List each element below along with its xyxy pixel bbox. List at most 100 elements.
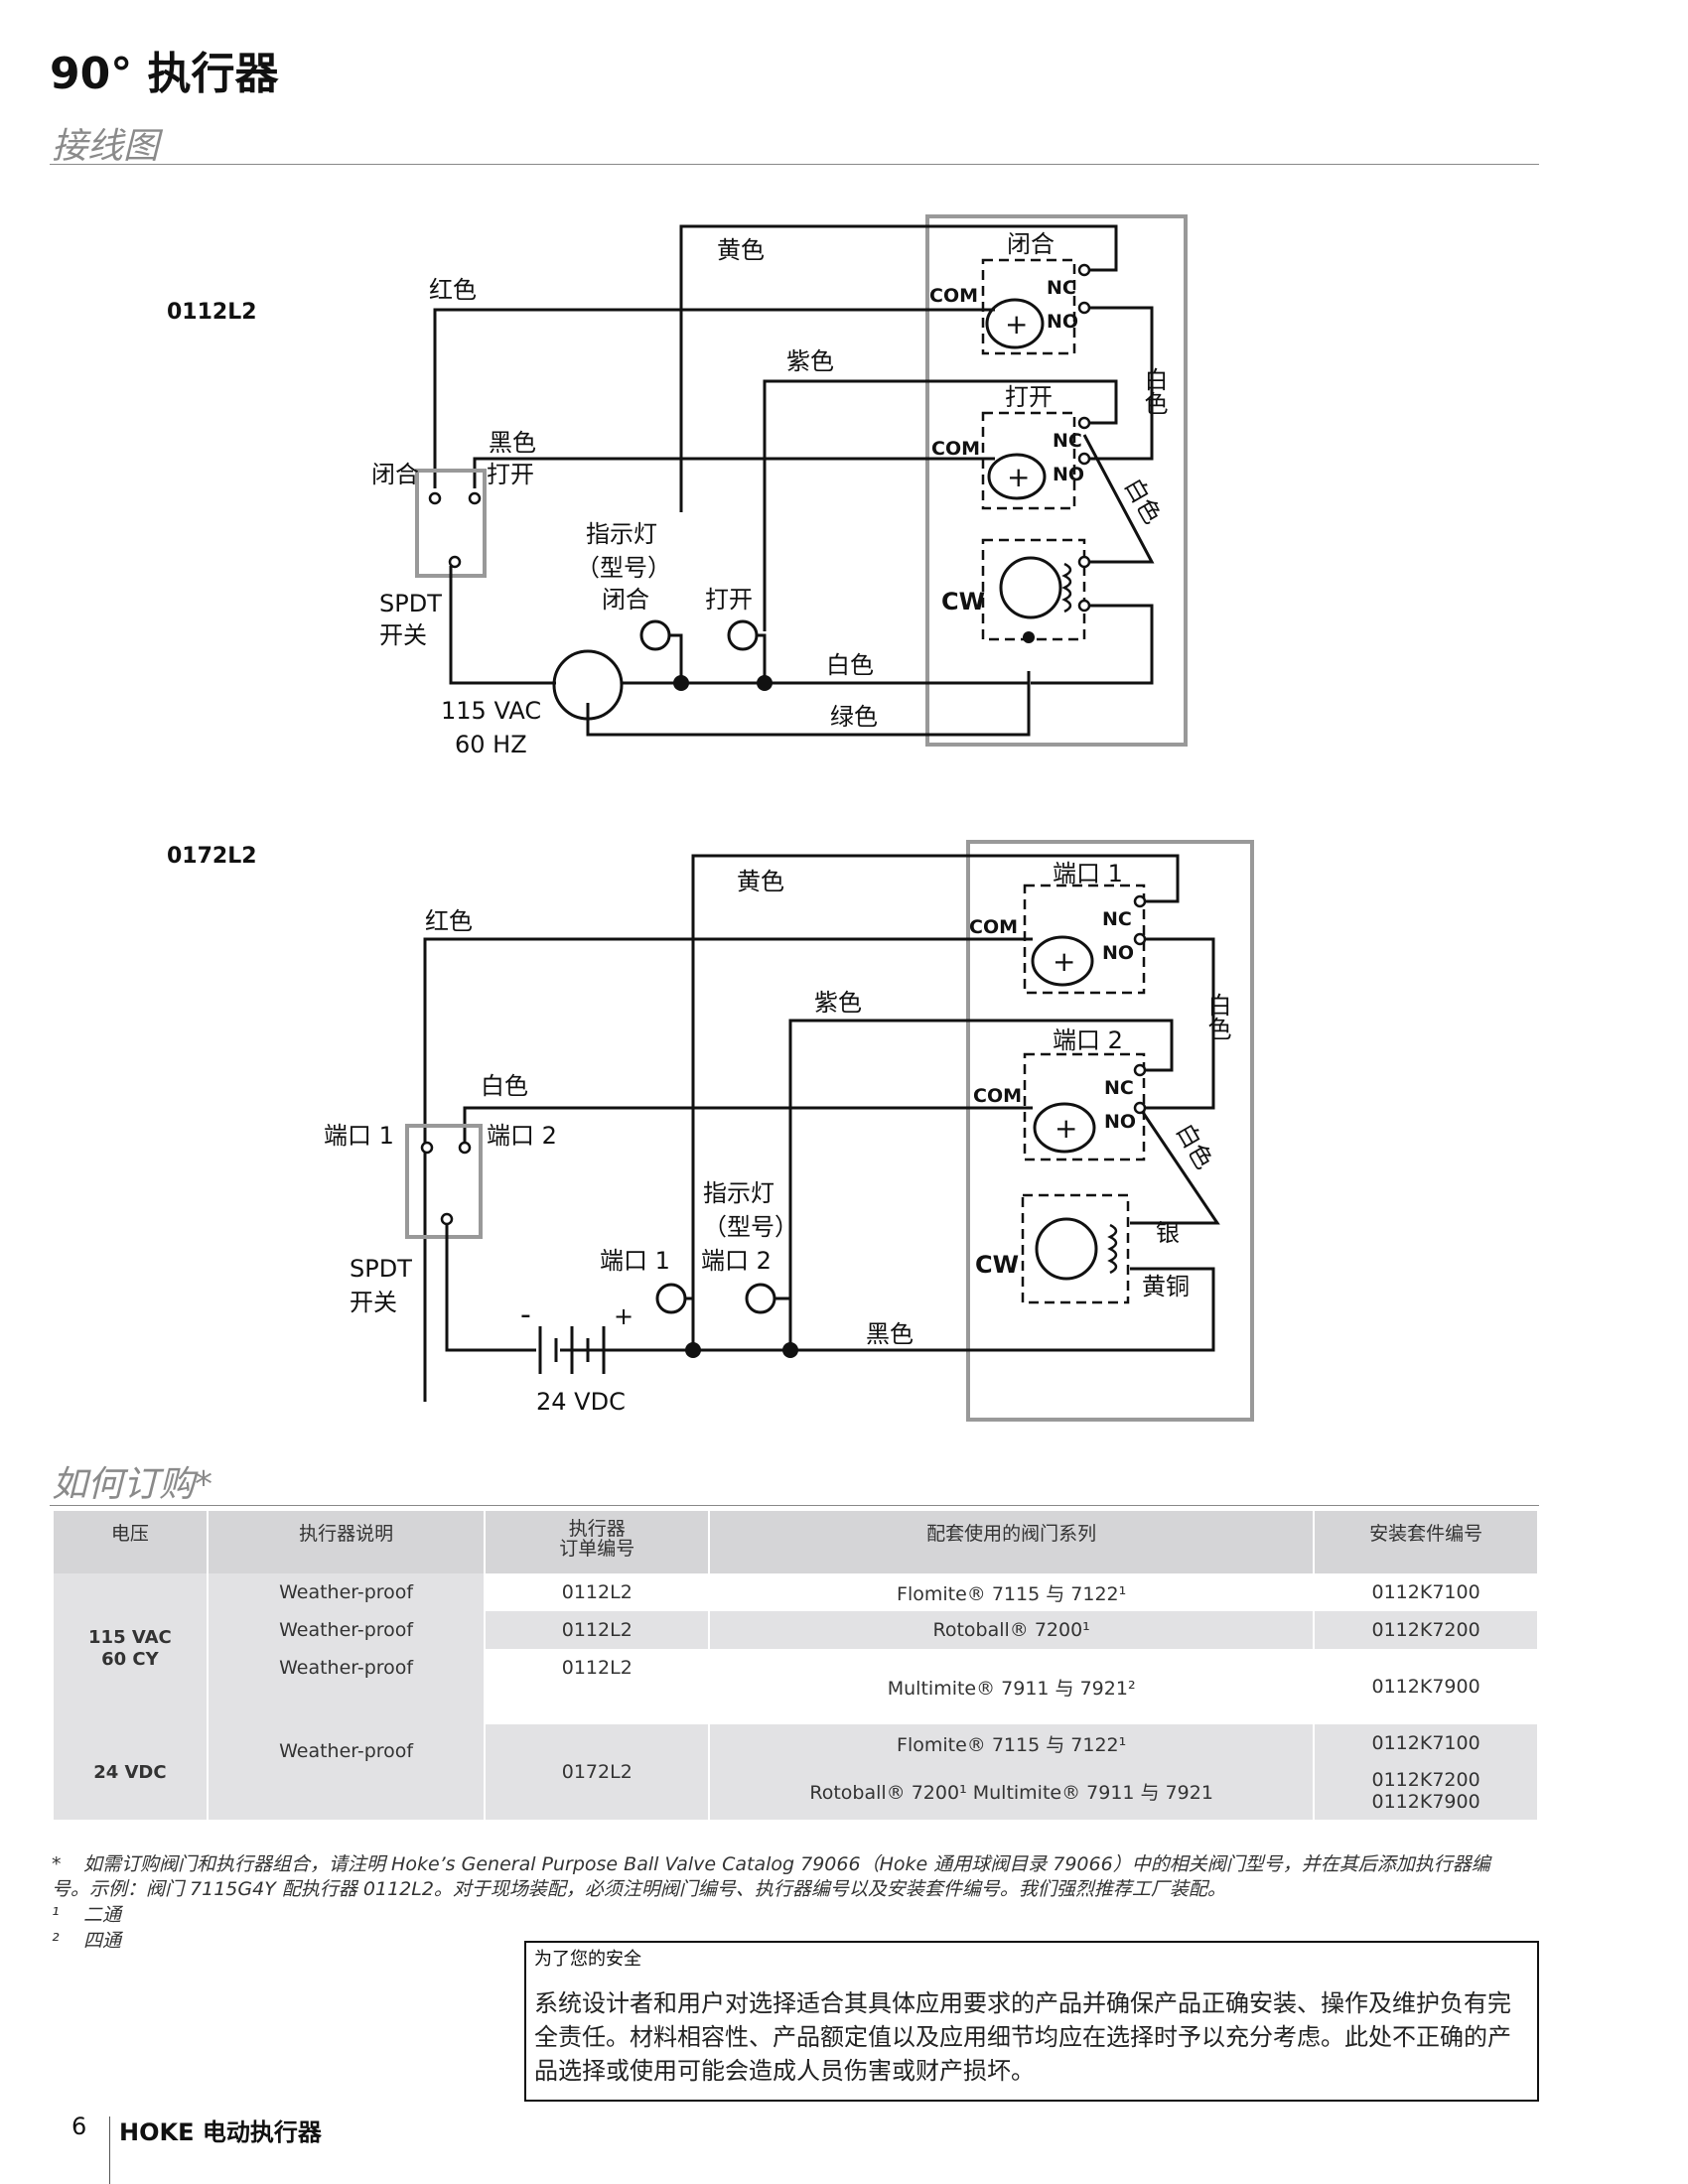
white-wire-1 bbox=[1084, 306, 1154, 461]
d2-no-1: NO bbox=[1102, 942, 1134, 964]
d2-label-ind-port2: 端口 2 bbox=[701, 1247, 772, 1275]
red-wire bbox=[433, 308, 995, 488]
cell-voltage-115: 115 VAC 60 CY bbox=[52, 1573, 209, 1724]
cell-order: 0172L2 bbox=[484, 1724, 711, 1820]
cell-kit: 0112K7200 0112K7900 bbox=[1313, 1762, 1539, 1820]
motor-return-wire bbox=[1031, 604, 1154, 685]
d2-label-minus: - bbox=[520, 1297, 531, 1332]
d2-label-red: 红色 bbox=[425, 907, 473, 935]
cell-series: Multimite® 7911 与 7921² bbox=[708, 1649, 1316, 1724]
header-voltage: 电压 bbox=[52, 1511, 209, 1573]
d2-label-spdt-1: SPDT bbox=[350, 1255, 412, 1283]
d2-label-white-v1: 白色 bbox=[1203, 993, 1231, 1040]
cell-desc: Weather-proof bbox=[206, 1573, 487, 1611]
cell-desc-empty bbox=[206, 1687, 487, 1724]
cell-series: Flomite® 7115 与 7122¹ bbox=[708, 1573, 1316, 1611]
header-valve-series: 配套使用的阀门系列 bbox=[708, 1511, 1316, 1573]
d1-label-power-2: 60 HZ bbox=[455, 731, 527, 758]
close-limit-switch-box bbox=[981, 258, 1076, 355]
white-wire-v2 bbox=[1130, 1107, 1220, 1225]
d2-label-power: 24 VDC bbox=[536, 1388, 626, 1416]
page-title: 90° 执行器 bbox=[50, 49, 279, 99]
indicator-lamp-open bbox=[727, 619, 759, 651]
footnote-star-text: 如需订购阀门和执行器组合，请注明 Hoke’s General Purpose … bbox=[52, 1853, 1490, 1900]
red-wire-2 bbox=[423, 937, 1033, 1402]
d1-label-spdt-1: SPDT bbox=[379, 590, 442, 617]
d1-label-box-close: 闭合 bbox=[1007, 230, 1055, 258]
cell-order: 0112L2 bbox=[484, 1573, 711, 1611]
motor-box-2 bbox=[1021, 1193, 1130, 1304]
cell-series: Flomite® 7115 与 7122¹ bbox=[708, 1724, 1316, 1762]
d1-cw: CW bbox=[941, 588, 985, 615]
indicator-lamp-port2 bbox=[745, 1283, 776, 1314]
d1-label-close-sw: 闭合 bbox=[371, 461, 419, 488]
header-rule bbox=[50, 164, 1539, 165]
d2-label-port2-sw: 端口 2 bbox=[487, 1122, 557, 1150]
d2-nc-1: NC bbox=[1102, 908, 1132, 930]
d1-label-indicator-1: 指示灯 bbox=[586, 520, 657, 548]
indicator-lamp-port1 bbox=[655, 1283, 687, 1314]
power-outlet bbox=[552, 649, 624, 721]
d2-label-indicator-1: 指示灯 bbox=[703, 1179, 774, 1207]
d1-label-power-1: 115 VAC bbox=[441, 697, 541, 725]
yellow-wire-2 bbox=[691, 854, 1180, 1350]
cell-kit: 0112K7100 bbox=[1313, 1724, 1539, 1762]
d1-plus-1: + bbox=[1005, 308, 1028, 341]
purple-wire bbox=[763, 379, 1118, 631]
d2-label-silver: 银 bbox=[1156, 1219, 1180, 1247]
d1-label-box-open: 打开 bbox=[1005, 383, 1053, 411]
d2-plus-2: + bbox=[1055, 1112, 1077, 1145]
safety-body: 系统设计者和用户对选择适合其具体应用要求的产品并确保产品正确安装、操作及维护负有… bbox=[534, 1989, 1511, 2085]
purple-wire-2 bbox=[788, 1019, 1174, 1350]
d1-no-2: NO bbox=[1053, 464, 1084, 485]
d1-label-black: 黑色 bbox=[489, 429, 536, 457]
d1-label-white-v2: 白色 bbox=[1119, 474, 1167, 529]
port2-cam bbox=[1033, 1102, 1096, 1154]
cell-desc: Weather-proof bbox=[206, 1611, 487, 1649]
d2-label-white: 白色 bbox=[481, 1072, 528, 1100]
d2-label-box-port2: 端口 2 bbox=[1053, 1026, 1123, 1054]
motor-box bbox=[981, 538, 1086, 641]
d2-label-port1-sw: 端口 1 bbox=[324, 1122, 394, 1150]
footnote-2-text: 四通 bbox=[83, 1930, 122, 1952]
safety-heading: 为了您的安全 bbox=[534, 1949, 641, 1970]
d1-label-ind-open: 打开 bbox=[705, 586, 753, 614]
d1-label-red: 红色 bbox=[429, 276, 477, 304]
yellow-wire bbox=[679, 224, 1118, 512]
white-wire-v1 bbox=[1140, 937, 1215, 1110]
motor-rotor-2 bbox=[1035, 1217, 1098, 1281]
d1-label-indicator-2: （型号） bbox=[576, 554, 671, 582]
d2-label-indicator-2: （型号） bbox=[703, 1213, 798, 1241]
d1-no-1: NO bbox=[1047, 311, 1078, 333]
indicator-lamp-close bbox=[639, 619, 671, 651]
spdt-switch-box-2 bbox=[405, 1124, 483, 1239]
header-kit-number: 安装套件编号 bbox=[1313, 1511, 1539, 1573]
d2-no-2: NO bbox=[1104, 1111, 1136, 1133]
d2-label-plus: + bbox=[614, 1302, 633, 1330]
diagram1-model-label: 0112L2 bbox=[167, 300, 257, 325]
wiring-diagram-0112L2: 黄色 红色 紫色 黑色 打开 闭合 SPDT 开关 指示灯 （型号） 闭合 打开… bbox=[371, 214, 1188, 758]
d1-com-1: COM bbox=[929, 285, 978, 307]
header-description: 执行器说明 bbox=[206, 1511, 487, 1573]
black-wire bbox=[473, 457, 995, 488]
open-cam bbox=[987, 453, 1047, 500]
footer-brand: HOKE 电动执行器 bbox=[119, 2118, 322, 2146]
cell-order: 0112L2 bbox=[484, 1649, 711, 1724]
footnote-1-mark: ¹ bbox=[52, 1904, 60, 1926]
cell-kit: 0112K7900 bbox=[1313, 1649, 1539, 1724]
cell-kit: 0112K7200 bbox=[1313, 1611, 1539, 1649]
motor-coil bbox=[1061, 562, 1072, 614]
d1-label-spdt-2: 开关 bbox=[379, 621, 427, 649]
d1-plus-2: + bbox=[1007, 461, 1030, 493]
cell-kit: 0112K7100 bbox=[1313, 1573, 1539, 1611]
d2-label-spdt-2: 开关 bbox=[350, 1289, 397, 1316]
cell-desc: Weather-proof bbox=[206, 1724, 487, 1820]
switch-to-outlet-wire bbox=[449, 566, 556, 685]
cell-desc: Weather-proof bbox=[206, 1649, 487, 1687]
switch-to-battery-wire bbox=[445, 1223, 536, 1352]
section-title-order: 如何订购* bbox=[52, 1464, 213, 1505]
d2-label-brass: 黄铜 bbox=[1142, 1273, 1190, 1300]
order-rule bbox=[50, 1505, 1539, 1506]
